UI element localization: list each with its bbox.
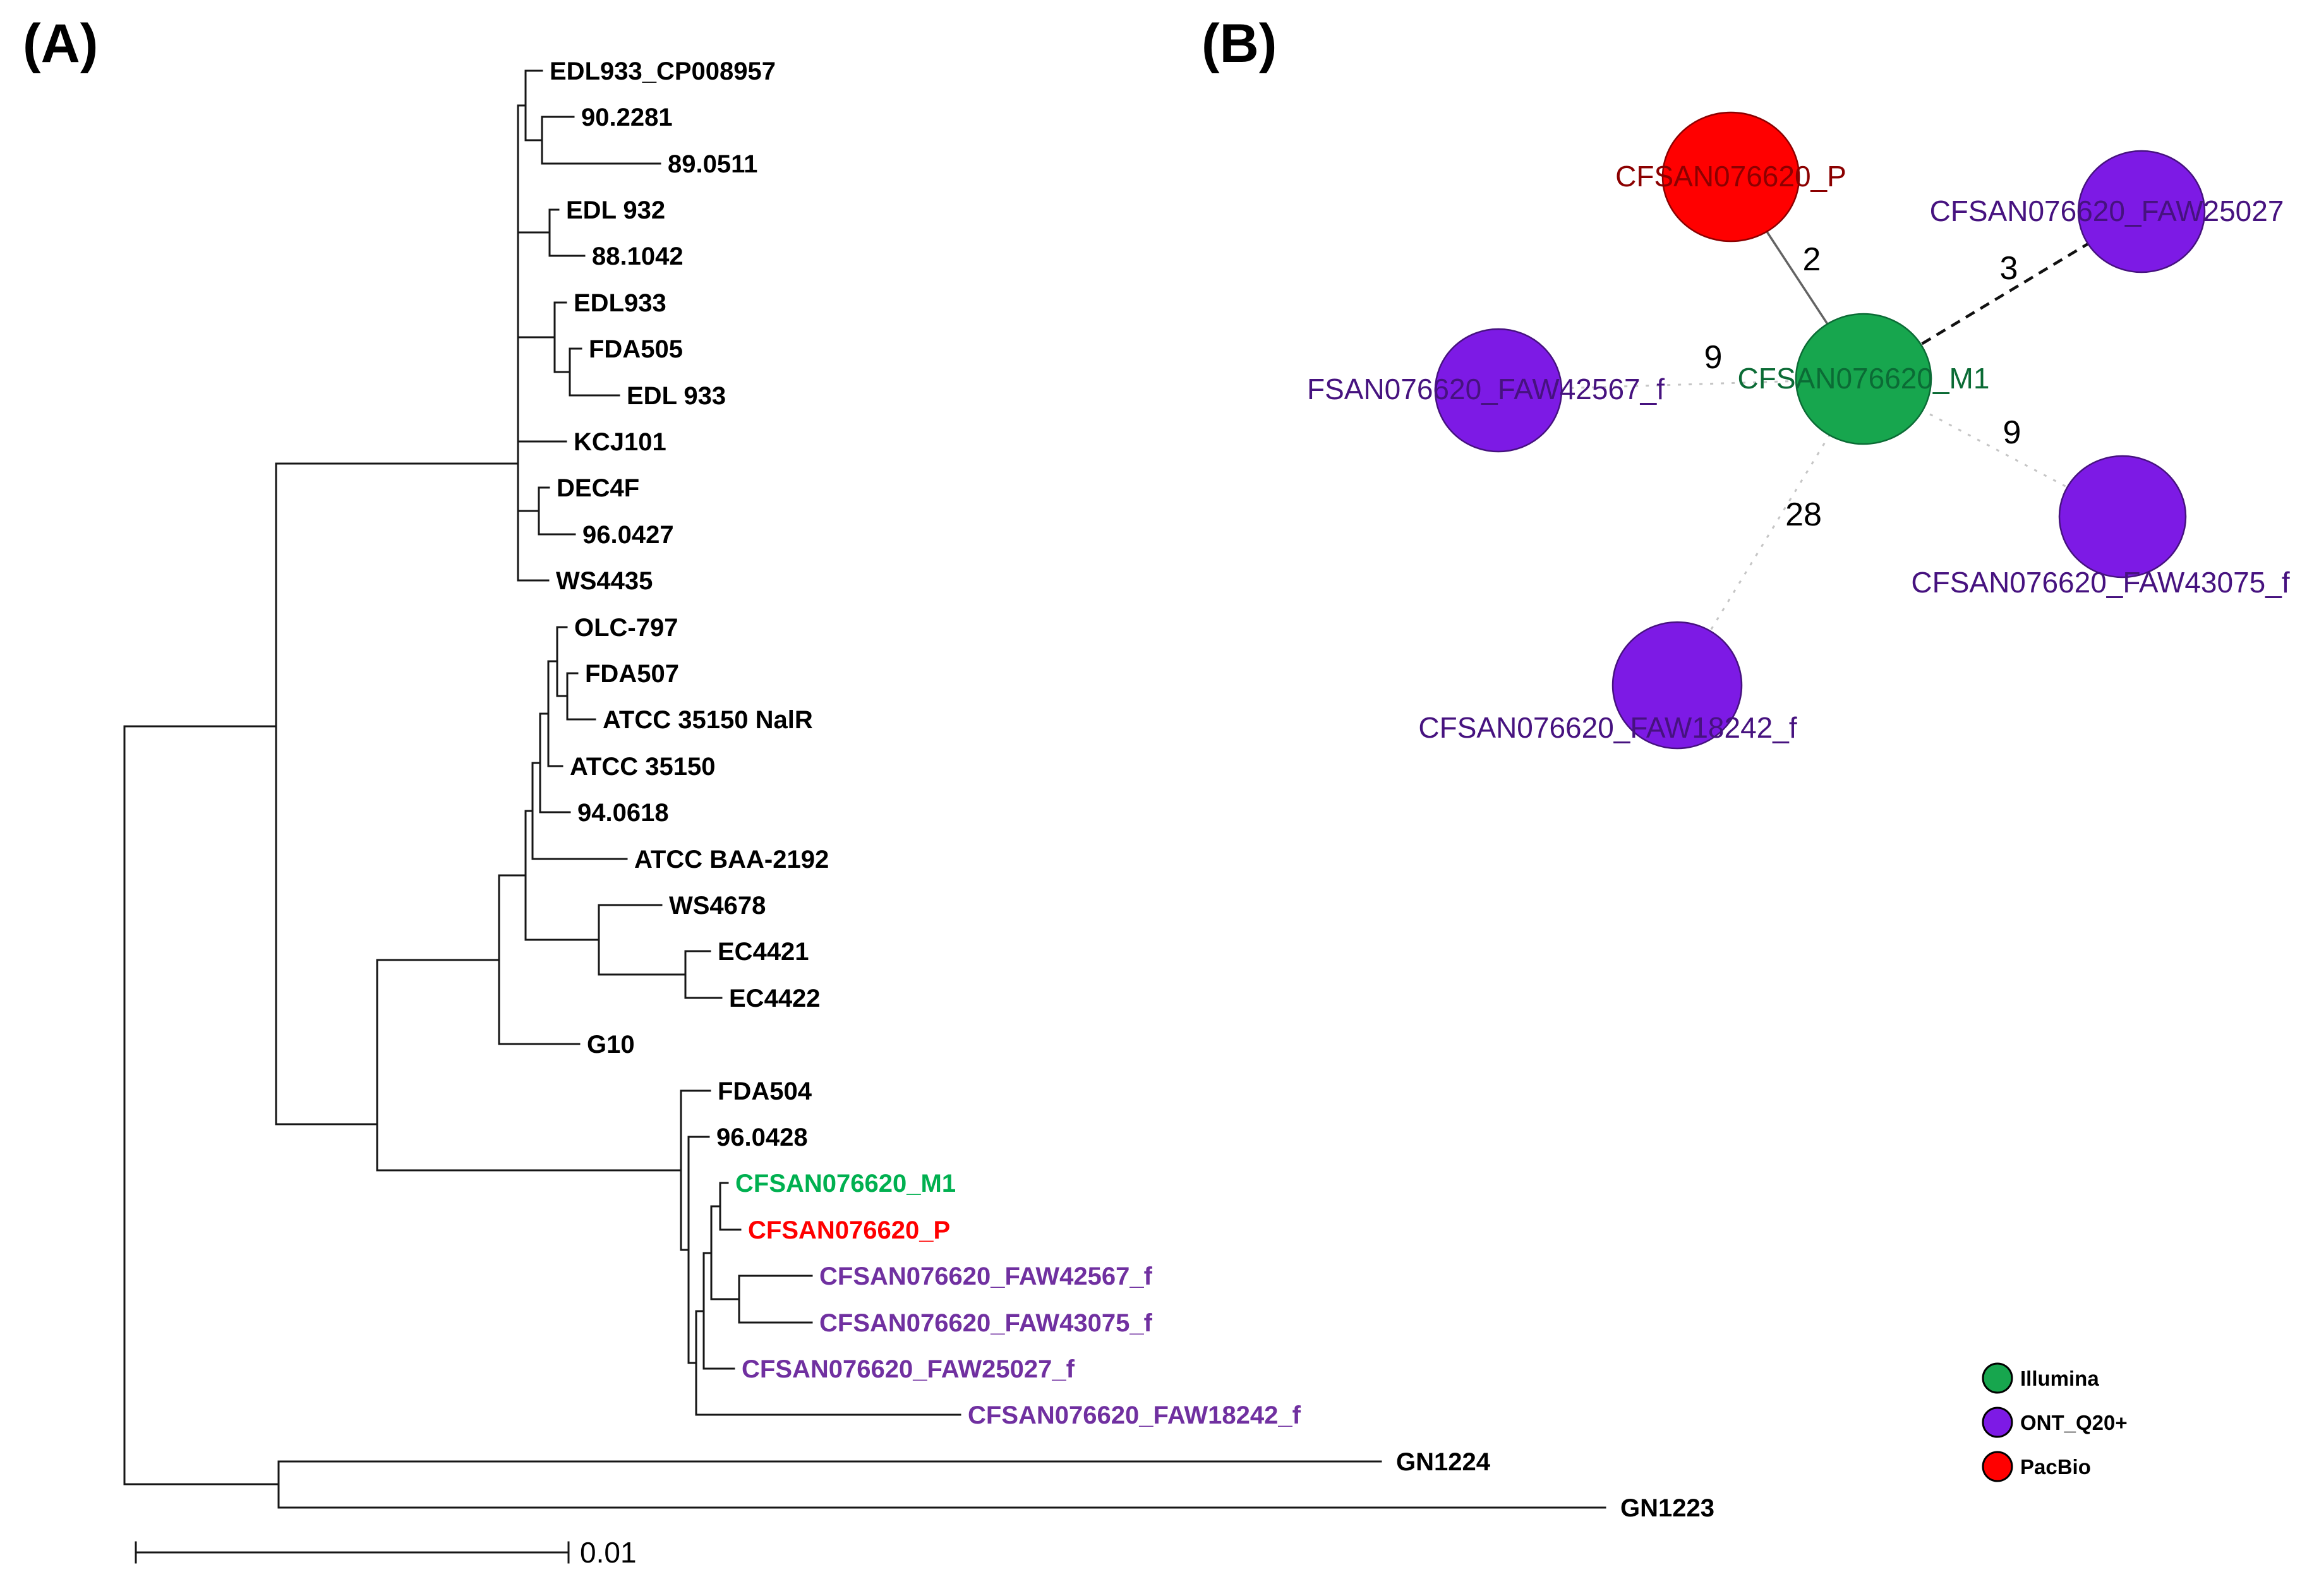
edge-snp-count: 3	[2000, 250, 2018, 287]
tree-tip-label: G10	[587, 1031, 635, 1059]
tree-tip-label: 96.0428	[716, 1124, 808, 1151]
network-node-FAW42567	[1434, 328, 1563, 453]
legend-swatch-ONT_Q20+	[1982, 1407, 2013, 1438]
tree-tip-label: FDA504	[718, 1077, 812, 1105]
legend-item-label: Illumina	[2020, 1367, 2099, 1390]
network-node-P	[1661, 111, 1800, 243]
legend-swatch-PacBio	[1982, 1451, 2013, 1482]
tree-tip-label: KCJ101	[574, 428, 666, 456]
tree-tip-label: CFSAN076620_FAW43075_f	[819, 1309, 1153, 1337]
tree-tip-label: CFSAN076620_FAW25027_f	[742, 1355, 1075, 1383]
tree-tip-label: EDL 932	[566, 196, 665, 224]
tree-tip-label: CFSAN076620_M1	[735, 1170, 956, 1197]
network-node-label: CFSAN076620_FAW18242_f	[1418, 711, 1797, 744]
tree-tip-label: 90.2281	[581, 104, 673, 131]
tree-tip-label: EC4422	[729, 985, 821, 1012]
edge-snp-count: 9	[2003, 414, 2021, 451]
tree-tip-label: OLC-797	[574, 614, 678, 642]
tree-tip-label: 96.0427	[582, 521, 674, 549]
tree-tip-label: WS4435	[556, 567, 653, 595]
tree-tip-label: 89.0511	[668, 150, 757, 178]
tree-tip-label: ATCC 35150	[570, 753, 715, 781]
tree-tip-label: EC4421	[718, 938, 809, 966]
legend-item-label: PacBio	[2020, 1455, 2091, 1479]
tree-tip-label: CFSAN076620_FAW18242_f	[968, 1401, 1301, 1429]
edge-snp-count: 2	[1803, 241, 1821, 278]
network-node-label: CFSAN076620_M1	[1738, 362, 1990, 395]
legend-item-label: ONT_Q20+	[2020, 1411, 2128, 1434]
tree-tip-label: 94.0618	[577, 799, 669, 827]
tree-tip-label: WS4678	[669, 892, 766, 920]
tree-tip-label: FDA507	[585, 660, 679, 688]
tree-tip-label: EDL933_CP008957	[550, 57, 776, 85]
tree-tip-label: ATCC BAA-2192	[634, 846, 829, 873]
legend-swatch-Illumina	[1982, 1362, 2013, 1394]
tree-tip-label: GN1223	[1620, 1494, 1714, 1522]
network-node-FAW43075	[2058, 455, 2187, 579]
network-node-FAW18242	[1611, 621, 1743, 750]
tree-tip-label: ATCC 35150 NalR	[603, 706, 813, 734]
network-node-label: CFSAN076620_FAW43075_f	[1911, 566, 2289, 599]
scale-bar-value: 0.01	[580, 1536, 637, 1569]
network-node-label: CFSAN076620_P	[1615, 160, 1846, 193]
tree-tip-label: 88.1042	[592, 243, 684, 270]
tree-tip-label: EDL933	[574, 289, 666, 317]
scale-bar: 0.01	[135, 1536, 637, 1569]
tree-tip-label: EDL 933	[627, 382, 726, 410]
panel-b-label: (B)	[1202, 13, 1277, 74]
edge-snp-count: 9	[1704, 339, 1723, 376]
network-edge-M1-FAW42567	[1498, 378, 1864, 392]
network-node-label: CFSAN076620_FAW25027	[1930, 195, 2284, 227]
tree-tip-label: FDA505	[589, 335, 683, 363]
tree-tip-label: GN1224	[1396, 1448, 1491, 1476]
snp-network: 2 3 9 9 28 CFSAN076620_P CFSAN076620_FAW25027C…	[1307, 111, 2290, 750]
edge-snp-count: 28	[1785, 496, 1822, 533]
network-node-M1	[1795, 313, 1932, 445]
tree-tip-label: CFSAN076620_FAW42567_f	[819, 1263, 1153, 1290]
network-node-FAW25027	[2077, 150, 2206, 273]
tree-tip-label: CFSAN076620_P	[748, 1216, 950, 1244]
panel-a-label: (A)	[23, 13, 98, 74]
network-node-label: FSAN076620_FAW42567_f	[1307, 373, 1665, 405]
tree-tip-label: DEC4F	[557, 474, 639, 502]
